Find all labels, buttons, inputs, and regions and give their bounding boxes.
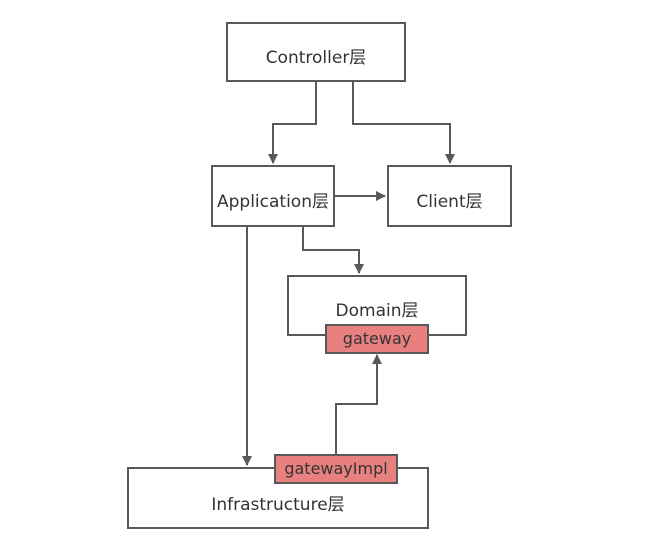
controller-layer-box: Controller层 xyxy=(226,22,406,82)
application-layer-box: Application层 xyxy=(211,165,335,227)
application-layer-label: Application层 xyxy=(217,192,329,212)
edge-application-to-domain xyxy=(302,227,364,274)
edge-controller-to-client xyxy=(352,82,455,164)
infrastructure-layer-label: Infrastructure层 xyxy=(211,495,345,515)
edge-controller-to-application xyxy=(268,82,317,164)
gatewayimpl-port: gatewayImpl xyxy=(274,454,398,484)
edge-gatewayimpl-to-gateway xyxy=(335,354,382,455)
domain-layer-label: Domain层 xyxy=(335,301,419,321)
client-layer-box: Client层 xyxy=(387,165,512,227)
controller-layer-label: Controller层 xyxy=(265,48,367,68)
client-layer-label: Client层 xyxy=(416,192,483,212)
gateway-port: gateway xyxy=(325,324,429,354)
